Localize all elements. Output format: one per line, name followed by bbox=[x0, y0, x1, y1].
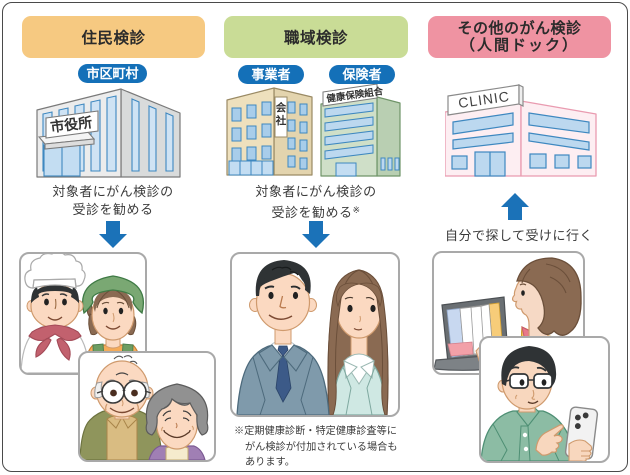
svg-text:CLINIC: CLINIC bbox=[457, 88, 511, 111]
svg-text:会: 会 bbox=[276, 101, 287, 114]
svg-text:市役所: 市役所 bbox=[49, 114, 93, 135]
svg-text:社: 社 bbox=[275, 114, 287, 127]
